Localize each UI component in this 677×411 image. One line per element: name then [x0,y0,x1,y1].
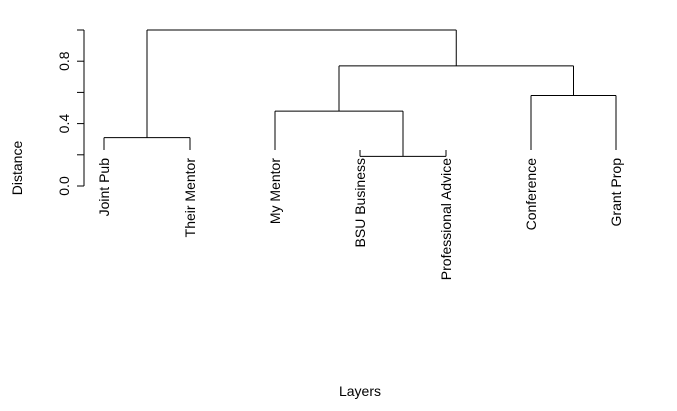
leaf-label: Professional Advice [438,158,454,280]
leaf-label: Joint Pub [96,158,112,217]
leaf-labels: Joint Pub Their Mentor My Mentor BSU Busine… [96,158,624,281]
leaf-label: Their Mentor [182,158,198,238]
leaf-label: Conference [523,158,539,231]
leaf-label: Grant Prop [608,158,624,227]
leaf-label: BSU Business [352,158,368,247]
x-axis-label: Layers [339,383,381,399]
y-axis: 0.0 0.4 0.8 [56,29,85,196]
dendrogram-tree [103,29,617,157]
y-tick-label: 0.0 [56,176,72,196]
leaf-label: My Mentor [267,158,283,224]
y-axis-label: Distance [9,141,25,196]
y-tick-label: 0.4 [56,114,72,134]
y-tick-label: 0.8 [56,51,72,71]
